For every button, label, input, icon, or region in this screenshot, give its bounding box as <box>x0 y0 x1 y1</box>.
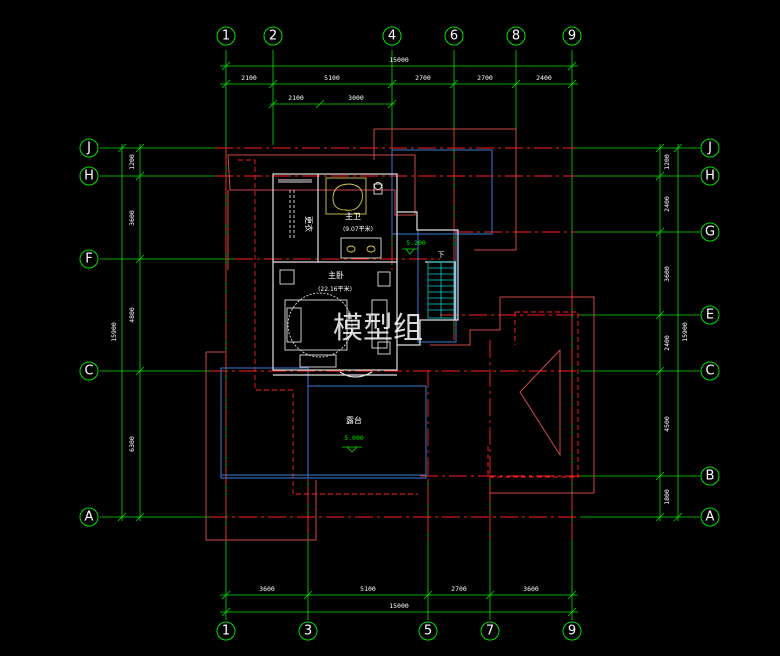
dim-top-segments: 2100 5100 2700 2700 2400 2100 3000 <box>241 74 552 102</box>
axis-top-1: 1 <box>222 29 230 44</box>
dim-right-total: 15900 <box>681 322 689 342</box>
dim-right-5: 4500 <box>663 416 671 432</box>
level-markers <box>342 248 418 453</box>
dim-bottom-3: 2700 <box>451 585 467 593</box>
terrace-level: 5.000 <box>344 434 364 442</box>
dim-bottom-2: 5100 <box>360 585 376 593</box>
dim-left-total: 15900 <box>110 322 118 342</box>
bath-name: 主卫 <box>345 211 361 221</box>
axis-left-2: H <box>84 169 94 184</box>
axis-bottom-4: 7 <box>486 624 494 639</box>
dim-bottom-total: 15000 <box>389 602 409 610</box>
axis-top-5: 8 <box>512 29 520 44</box>
dim-right: 1200 2400 3600 2400 4500 1800 15900 <box>663 154 689 505</box>
axis-left-3: F <box>85 252 92 267</box>
stair <box>427 261 455 319</box>
axis-bubbles-right <box>700 138 720 527</box>
dim-left-1: 1200 <box>128 154 136 170</box>
dim-left-3: 4800 <box>128 307 136 323</box>
axis-center-lines <box>210 130 580 540</box>
dim-left-2: 3600 <box>128 210 136 226</box>
axis-bottom-3: 5 <box>424 624 432 639</box>
axis-top-4: 6 <box>450 29 458 44</box>
bedroom-name: 主卧 <box>328 270 344 280</box>
axis-top-6: 9 <box>568 29 576 44</box>
axis-right-5: C <box>705 364 714 379</box>
stair-level: 5.200 <box>406 239 426 247</box>
dim-top-total: 15000 <box>389 56 409 64</box>
axis-left-1: J <box>86 141 91 156</box>
terrace-name: 露台 <box>346 415 362 425</box>
dim-top-3: 2700 <box>415 74 431 82</box>
dim-top-2: 5100 <box>324 74 340 82</box>
bedroom-area: (22.16平米) <box>318 285 352 293</box>
dim-left-4: 6300 <box>128 436 136 452</box>
svg-text:15000: 15000 <box>389 56 409 64</box>
dim-right-3: 3600 <box>663 266 671 282</box>
axis-left-4: C <box>84 364 93 379</box>
axis-top-2: 2 <box>269 29 277 44</box>
walls <box>272 173 459 378</box>
dim-top-inner-2: 3000 <box>348 94 364 102</box>
stair-direction: 下 <box>438 251 445 259</box>
axis-right-4: E <box>706 308 714 323</box>
dim-right-4: 2400 <box>663 335 671 351</box>
axis-bottom-1: 1 <box>222 624 230 639</box>
dimension-lines <box>117 61 683 617</box>
axis-bottom-2: 3 <box>304 624 312 639</box>
axis-right-3: G <box>705 225 715 240</box>
axis-bubbles-bottom <box>216 621 582 641</box>
axis-bubbles-left <box>79 138 99 527</box>
closet-name: 更衣 <box>304 216 314 232</box>
dim-top-4: 2700 <box>477 74 493 82</box>
axis-bottom-5: 9 <box>568 624 576 639</box>
dim-bottom: 3600 5100 2700 3600 15000 <box>259 585 539 610</box>
axis-top-3: 4 <box>388 29 396 44</box>
dim-bottom-1: 3600 <box>259 585 275 593</box>
axis-right-7: A <box>706 510 715 525</box>
axis-right-6: B <box>706 469 715 484</box>
dim-right-1: 1200 <box>663 154 671 170</box>
dim-right-6: 1800 <box>663 489 671 505</box>
watermark: 模型组 <box>333 311 423 346</box>
bathroom-fixtures <box>278 177 383 259</box>
upper-outline <box>238 159 579 495</box>
bedroom-furniture <box>279 269 391 368</box>
axis-right-2: H <box>705 169 715 184</box>
dim-top-1: 2100 <box>241 74 257 82</box>
dim-top-5: 2400 <box>536 74 552 82</box>
dim-bottom-4: 3600 <box>523 585 539 593</box>
dim-right-2: 2400 <box>663 196 671 212</box>
axis-right-1: J <box>707 141 712 156</box>
axis-bubbles-top <box>216 26 582 46</box>
dim-left: 1200 3600 4800 6300 15900 <box>110 154 136 452</box>
bath-area: (9.07平米) <box>343 225 373 233</box>
roof-outlines <box>205 128 595 541</box>
axis-left-5: A <box>85 510 94 525</box>
dim-top-inner-1: 2100 <box>288 94 304 102</box>
